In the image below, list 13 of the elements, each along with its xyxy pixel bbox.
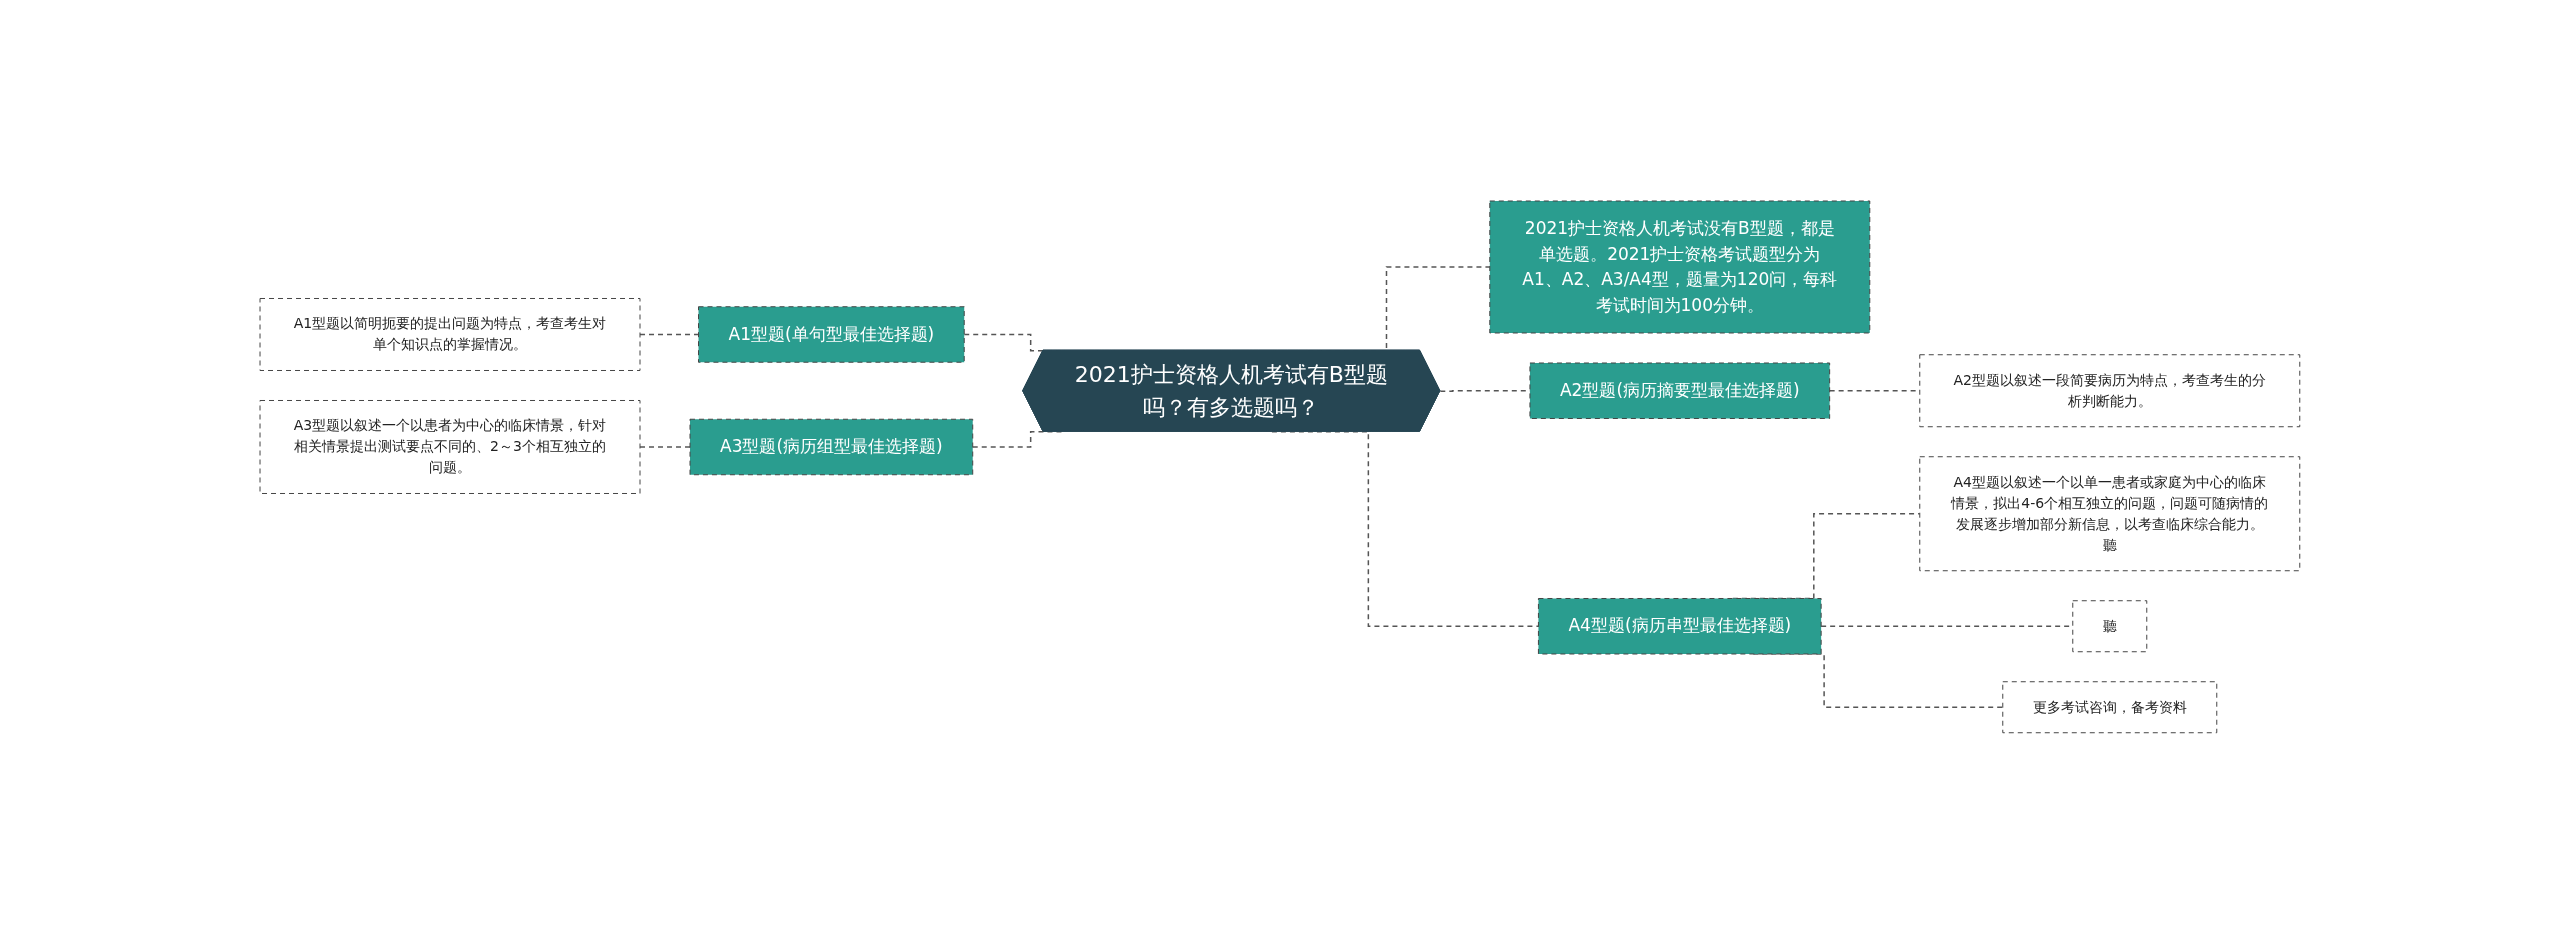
- node-box: A1型题以简明扼要的提出问题为特点，考查考生对单个知识点的掌握情况。: [259, 297, 641, 371]
- node-box: A4型题以叙述一个以单一患者或家庭为中心的临床情景，拟出4-6个相互独立的问题，问题可随病情的发展逐步增加部分新信息，以考查临床综合能力。聽: [1919, 455, 2301, 571]
- node-box: A2型题以叙述一段简要病历为特点，考查考生的分析判断能力。: [1919, 353, 2301, 427]
- node-box: A1型题(单句型最佳选择题): [698, 305, 965, 363]
- connector: [639, 333, 700, 335]
- node-box: 更多考试咨询，备考资料: [2002, 680, 2218, 733]
- node-box: 聽: [2072, 599, 2148, 652]
- connector: [639, 445, 691, 448]
- node-box: A3型题(病历组型最佳选择题): [689, 418, 974, 475]
- node-box: A3型题以叙述一个以患者为中心的临床情景，针对相关情景提出测试要点不同的、2～3个相互独立的问题。: [259, 399, 641, 494]
- node-box: A2型题(病历摘要型最佳选择题): [1529, 362, 1831, 419]
- node-box: 2021护士资格人机考试没有B型题，都是单选题。2021护士资格考试题型分为A1、A2、A3/A4型，题量为120问，每科考试时间为100分钟。: [1489, 200, 1871, 334]
- node-box: A4型题(病历串型最佳选择题): [1538, 597, 1822, 655]
